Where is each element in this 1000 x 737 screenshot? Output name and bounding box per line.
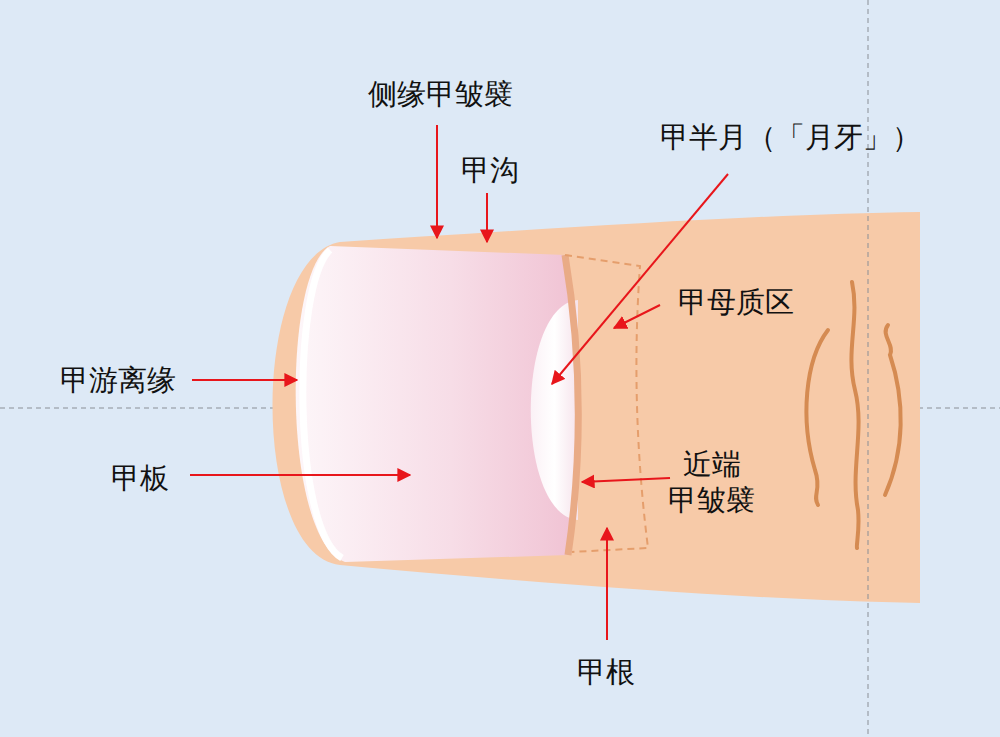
part-label: 甲半月（「月牙」） <box>660 119 921 155</box>
guide-line <box>868 0 869 737</box>
part-label: 甲游离缘 <box>60 362 176 398</box>
part-label: 近端 甲皱襞 <box>667 446 757 519</box>
lunula <box>531 300 578 520</box>
nail-plate <box>296 246 579 562</box>
knuckle-wrinkles <box>806 282 900 548</box>
part-label: 甲母质区 <box>678 284 794 320</box>
free-edge <box>303 250 342 558</box>
part-label: 甲沟 <box>461 152 519 188</box>
part-label: 侧缘甲皱襞 <box>368 76 513 112</box>
leader-lines <box>190 125 728 640</box>
part-label: 甲板 <box>111 460 169 496</box>
part-label: 甲根 <box>577 654 635 690</box>
matrix-outline <box>565 255 648 552</box>
proximal-fold <box>565 255 578 555</box>
finger <box>273 212 921 603</box>
